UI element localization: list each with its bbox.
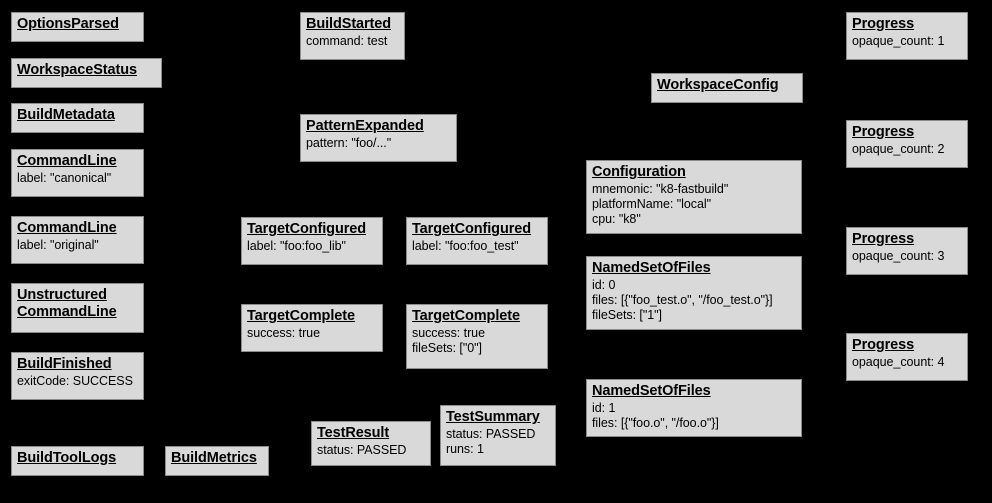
node-field: opaque_count: 3 [852, 249, 945, 263]
node-field: command: test [306, 34, 388, 48]
node-title-target-complete-foo-test: TargetComplete [412, 308, 520, 324]
node-fields-progress-2: opaque_count: 2 [852, 142, 962, 157]
node-fields-command-line-original: label: "original" [17, 238, 138, 253]
node-field: id: 1 [592, 401, 616, 415]
node-build-started[interactable]: BuildStarted command: test [300, 12, 405, 60]
node-title-test-summary: TestSummary [446, 409, 540, 425]
node-field: mnemonic: "k8-fastbuild" [592, 182, 729, 196]
node-title-progress-2: Progress [852, 124, 915, 140]
node-unstructured-command-line[interactable]: Unstructured CommandLine [11, 283, 144, 333]
node-title-progress-1: Progress [852, 16, 915, 32]
node-workspace-status[interactable]: WorkspaceStatus [11, 58, 162, 88]
node-build-finished[interactable]: BuildFinished exitCode: SUCCESS [11, 352, 144, 400]
node-title-configuration: Configuration [592, 164, 686, 180]
node-title-progress-3: Progress [852, 231, 915, 247]
node-target-configured-foo-lib[interactable]: TargetConfigured label: "foo:foo_lib" [241, 217, 383, 265]
node-title-named-set-of-files-0: NamedSetOfFiles [592, 260, 711, 276]
node-command-line-canonical[interactable]: CommandLine label: "canonical" [11, 149, 144, 197]
node-title-unstructured-command-line: Unstructured CommandLine [17, 287, 117, 320]
node-field: label: "foo:foo_lib" [247, 239, 346, 253]
node-field: exitCode: SUCCESS [17, 374, 133, 388]
node-title-build-tool-logs: BuildToolLogs [17, 450, 117, 466]
node-title-build-metrics: BuildMetrics [171, 450, 257, 466]
node-fields-progress-3: opaque_count: 3 [852, 249, 962, 264]
node-fields-build-finished: exitCode: SUCCESS [17, 374, 138, 389]
node-field: opaque_count: 4 [852, 355, 945, 369]
node-test-result[interactable]: TestResult status: PASSED [311, 421, 431, 466]
node-fields-command-line-canonical: label: "canonical" [17, 171, 138, 186]
node-field: opaque_count: 1 [852, 34, 945, 48]
node-field: fileSets: ["0"] [412, 341, 482, 355]
node-field: cpu: "k8" [592, 212, 641, 226]
node-title-build-metadata: BuildMetadata [17, 107, 115, 123]
node-fields-progress-4: opaque_count: 4 [852, 355, 962, 370]
node-title-target-complete-foo-lib: TargetComplete [247, 308, 355, 324]
node-field: opaque_count: 2 [852, 142, 945, 156]
node-field: label: "canonical" [17, 171, 112, 185]
node-field: success: true [412, 326, 485, 340]
node-build-metadata[interactable]: BuildMetadata [11, 103, 144, 133]
node-title-command-line-original: CommandLine [17, 220, 117, 236]
node-fields-configuration: mnemonic: "k8-fastbuild"platformName: "l… [592, 182, 796, 227]
node-field: id: 0 [592, 278, 616, 292]
node-build-tool-logs[interactable]: BuildToolLogs [11, 446, 144, 476]
node-build-metrics[interactable]: BuildMetrics [165, 446, 269, 476]
node-field: success: true [247, 326, 320, 340]
node-field: platformName: "local" [592, 197, 711, 211]
node-title-command-line-canonical: CommandLine [17, 153, 117, 169]
node-fields-test-result: status: PASSED [317, 443, 425, 458]
node-field: status: PASSED [446, 427, 536, 441]
node-fields-build-started: command: test [306, 34, 399, 49]
node-field: fileSets: ["1"] [592, 308, 662, 322]
node-title-workspace-config: WorkspaceConfig [657, 77, 779, 93]
node-field: files: [{"foo_test.o", "/foo_test.o"}] [592, 293, 773, 307]
node-progress-1[interactable]: Progress opaque_count: 1 [846, 12, 968, 60]
node-title-options-parsed: OptionsParsed [17, 16, 119, 32]
node-field: runs: 1 [446, 442, 484, 456]
node-title-target-configured-foo-test: TargetConfigured [412, 221, 531, 237]
node-options-parsed[interactable]: OptionsParsed [11, 12, 144, 42]
node-title-test-result: TestResult [317, 425, 390, 441]
node-fields-pattern-expanded: pattern: "foo/..." [306, 136, 451, 151]
node-command-line-original[interactable]: CommandLine label: "original" [11, 216, 144, 264]
node-field: status: PASSED [317, 443, 407, 457]
node-fields-progress-1: opaque_count: 1 [852, 34, 962, 49]
node-field: pattern: "foo/..." [306, 136, 392, 150]
node-field: label: "original" [17, 238, 99, 252]
node-target-configured-foo-test[interactable]: TargetConfigured label: "foo:foo_test" [406, 217, 548, 265]
node-fields-target-configured-foo-test: label: "foo:foo_test" [412, 239, 542, 254]
node-title-workspace-status: WorkspaceStatus [17, 62, 137, 78]
node-pattern-expanded[interactable]: PatternExpanded pattern: "foo/..." [300, 114, 457, 162]
node-workspace-config[interactable]: WorkspaceConfig [651, 73, 803, 103]
node-fields-target-configured-foo-lib: label: "foo:foo_lib" [247, 239, 377, 254]
node-title-target-configured-foo-lib: TargetConfigured [247, 221, 366, 237]
node-configuration[interactable]: Configuration mnemonic: "k8-fastbuild"pl… [586, 160, 802, 234]
node-title-progress-4: Progress [852, 337, 915, 353]
node-title-named-set-of-files-1: NamedSetOfFiles [592, 383, 711, 399]
node-progress-4[interactable]: Progress opaque_count: 4 [846, 333, 968, 381]
node-progress-3[interactable]: Progress opaque_count: 3 [846, 227, 968, 275]
node-title-build-finished: BuildFinished [17, 356, 112, 372]
node-progress-2[interactable]: Progress opaque_count: 2 [846, 120, 968, 168]
node-title-pattern-expanded: PatternExpanded [306, 118, 424, 134]
node-fields-target-complete-foo-lib: success: true [247, 326, 377, 341]
node-target-complete-foo-lib[interactable]: TargetComplete success: true [241, 304, 383, 352]
node-field: files: [{"foo.o", "/foo.o"}] [592, 416, 719, 430]
node-field: label: "foo:foo_test" [412, 239, 519, 253]
node-title-build-started: BuildStarted [306, 16, 392, 32]
